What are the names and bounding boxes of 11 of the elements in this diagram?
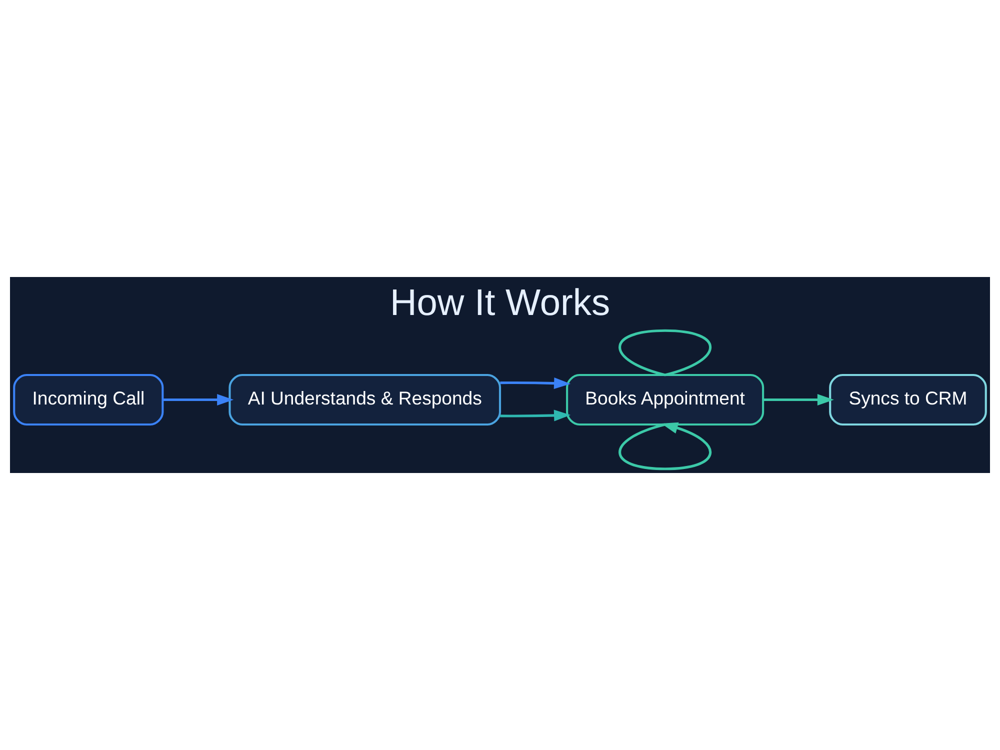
connector [618,329,712,376]
diagram-title: How It Works [390,280,610,323]
node-box: Books Appointment [566,374,764,426]
arrow [618,422,712,470]
node-box: Syncs to CRM [829,374,987,426]
arrow [500,377,571,390]
node-box: Incoming Call [13,374,164,426]
node-box: AI Understands & Responds [228,374,502,426]
arrow [763,394,834,406]
arrow [500,410,571,422]
arrow [162,394,234,406]
